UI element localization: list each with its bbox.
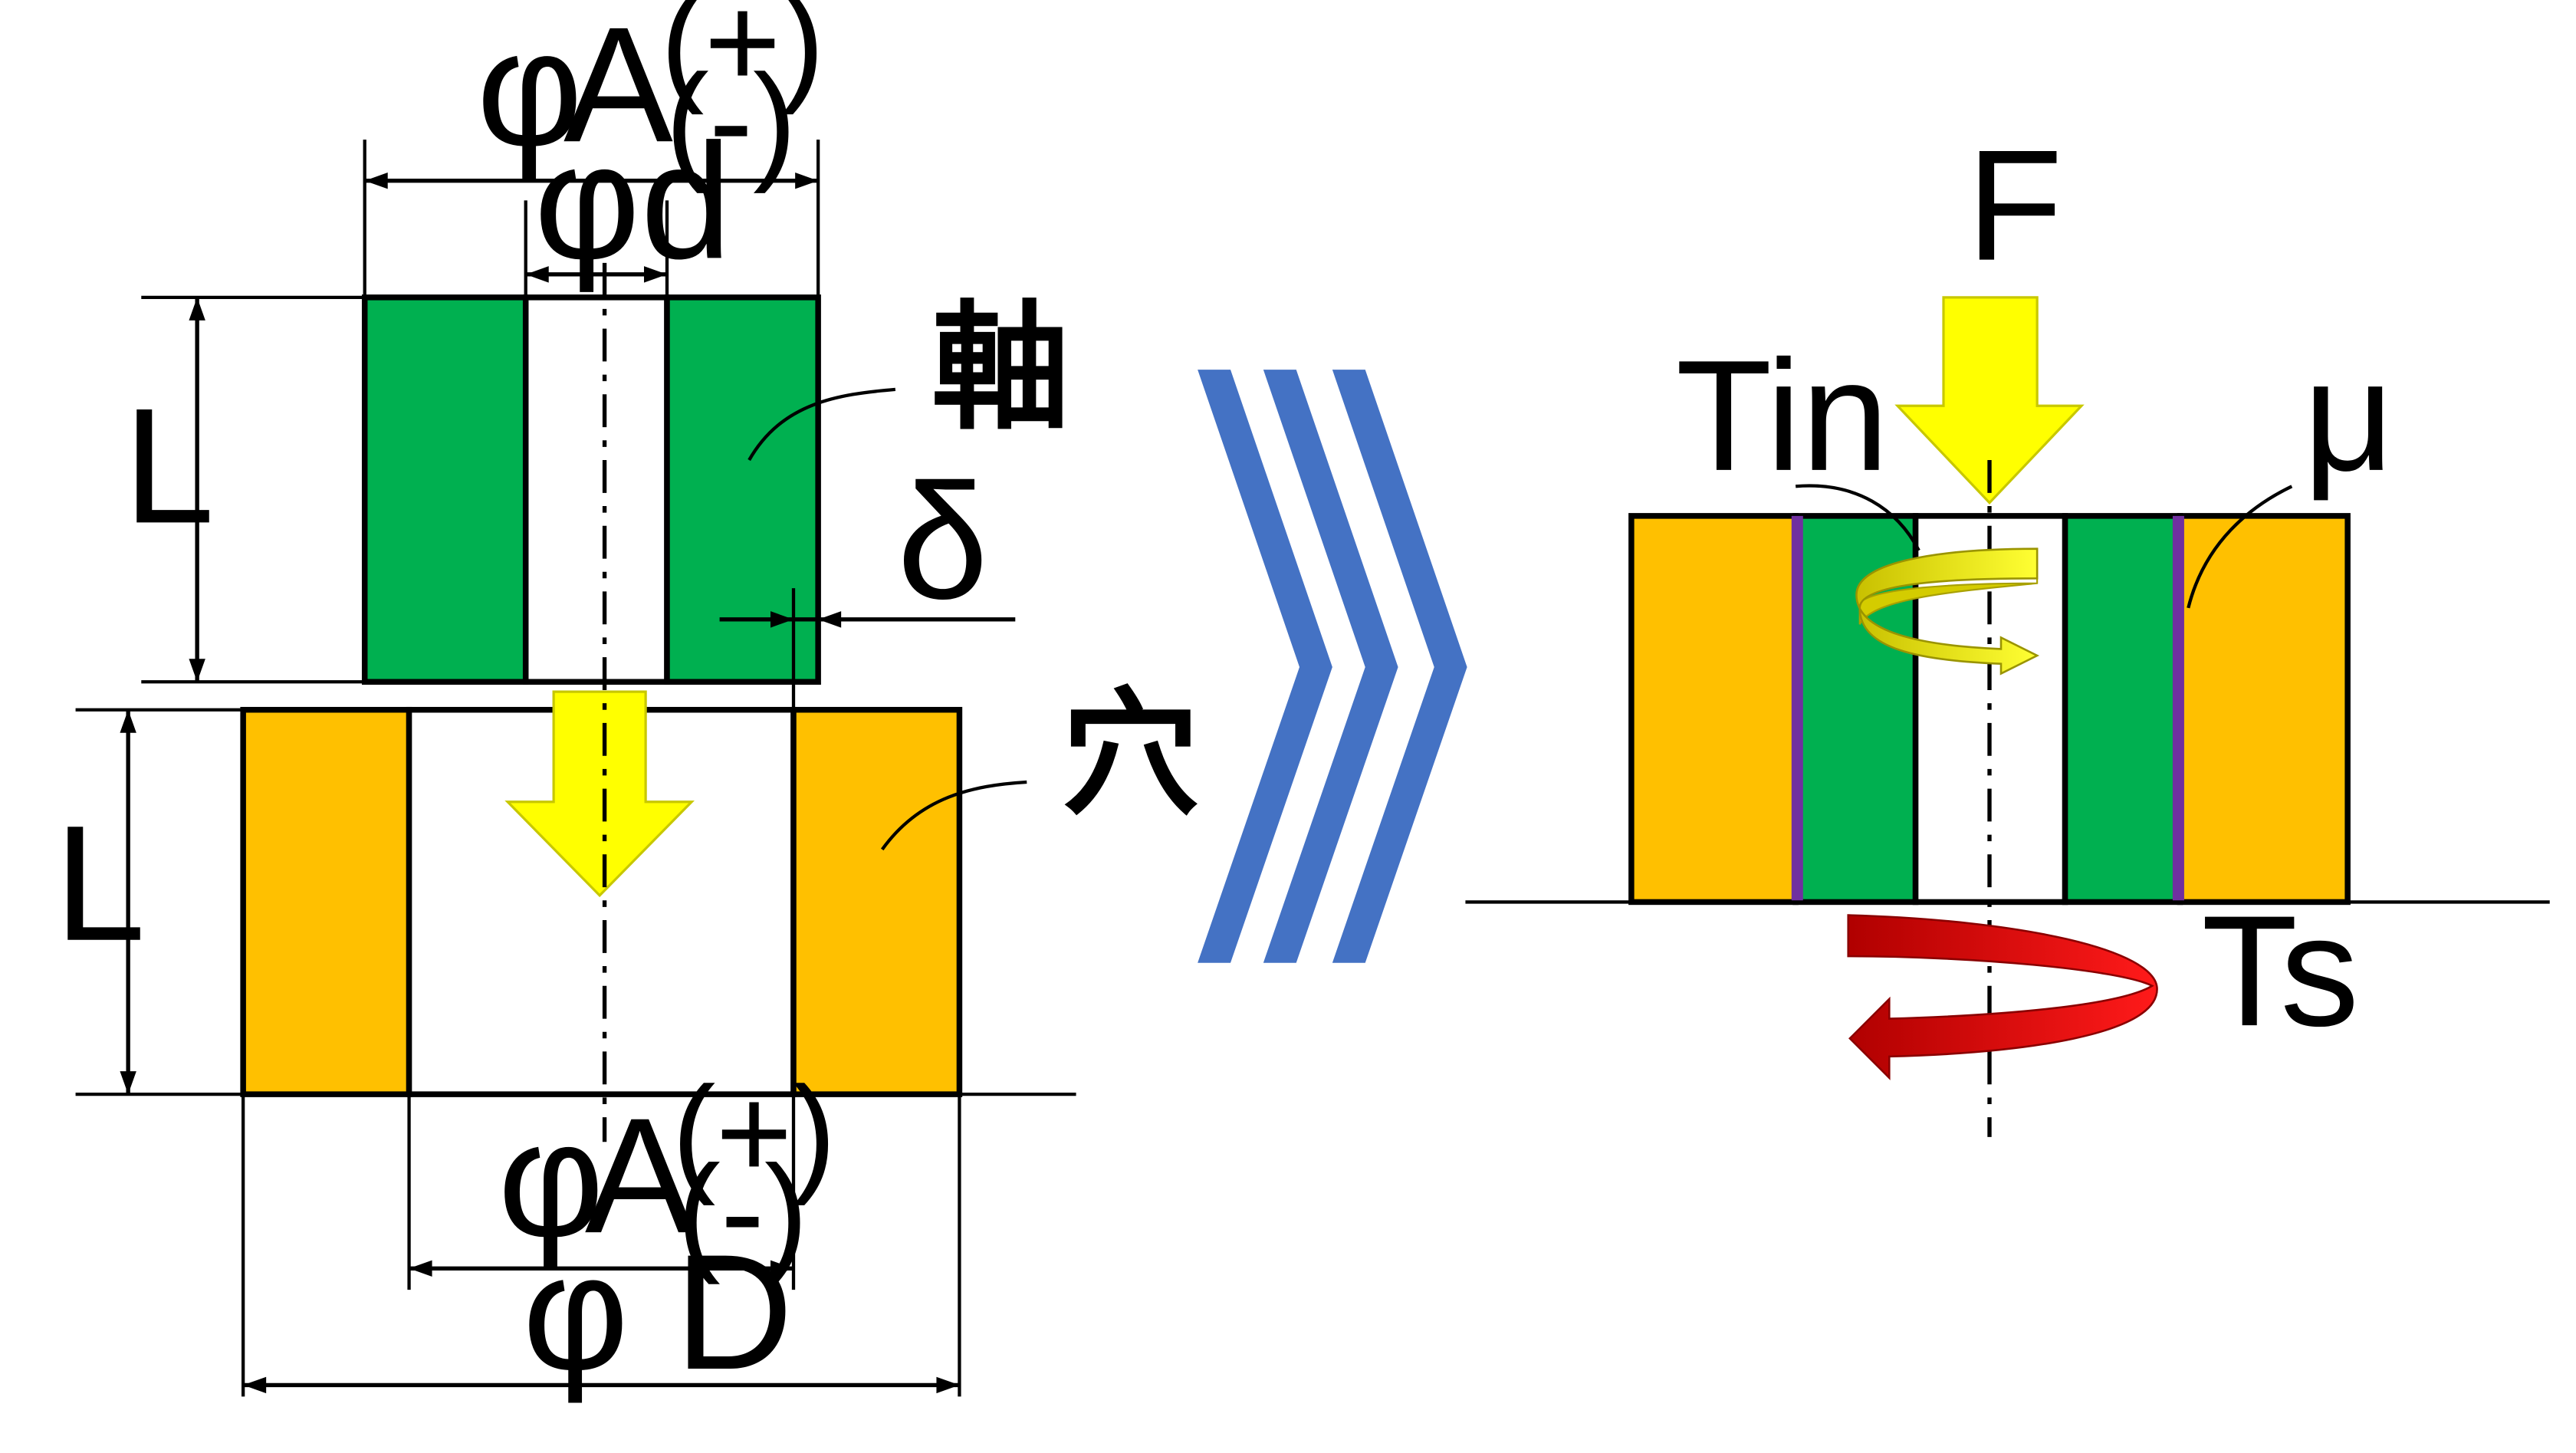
assembled-shaft-right (2062, 513, 2183, 906)
shaft-leader-line (748, 387, 896, 462)
shaft-outer-dia-phi: φ (476, 0, 583, 180)
chevron-2 (1263, 370, 1398, 963)
shaft-right-wall (664, 294, 821, 685)
left-dimension-lines (120, 173, 1016, 1394)
hole-length-label: L (54, 792, 146, 975)
hole-right-wall (790, 706, 963, 1097)
input-torque-arrow (1855, 547, 2040, 676)
force-label: F (1967, 117, 2063, 294)
hole-leader-line (880, 780, 1027, 851)
shaft-bore (522, 294, 670, 685)
input-torque-label: Tin (1676, 327, 1889, 504)
assembled-hole-right (2177, 513, 2351, 906)
friction-coefficient-label: μ (2303, 327, 2394, 504)
press-in-arrow (504, 690, 695, 898)
hole-label: 穴 (1061, 675, 1199, 835)
force-arrow (1894, 296, 2085, 505)
shaft-length-label: L (123, 374, 215, 557)
hole-inner-dia-letter: A (585, 1084, 695, 1267)
interference-label: δ (897, 450, 988, 633)
tin-leader-line (1795, 484, 1921, 551)
shaft-left-wall (361, 294, 529, 685)
left-extension-lines (75, 140, 961, 1397)
shaft-outer-tol-minus: (-) (665, 48, 797, 194)
process-chevrons (1198, 370, 1467, 963)
assembled-hole-left (1628, 513, 1799, 906)
slip-torque-arrow (1847, 914, 2158, 1080)
mu-leader-line (2187, 485, 2293, 609)
chevron-3 (1332, 370, 1467, 963)
hole-left-wall (240, 706, 412, 1097)
hole-inner-tol-plus: (+) (672, 1060, 836, 1206)
shaft (361, 294, 821, 685)
shaft-label: 軸 (932, 288, 1070, 449)
shaft-outer-dia-letter: A (564, 0, 673, 176)
slip-torque-label: Ts (2201, 883, 2359, 1059)
chevron-1 (1198, 370, 1332, 963)
hole-inner-tol-minus: (-) (677, 1139, 808, 1285)
hole-inner-dia-phi: φ (498, 1087, 604, 1271)
shaft-inner-dia-label: φd (534, 110, 731, 293)
hole-outer-dia-label: φ D (522, 1221, 793, 1404)
shaft-outer-tol-plus: (+) (660, 0, 824, 116)
